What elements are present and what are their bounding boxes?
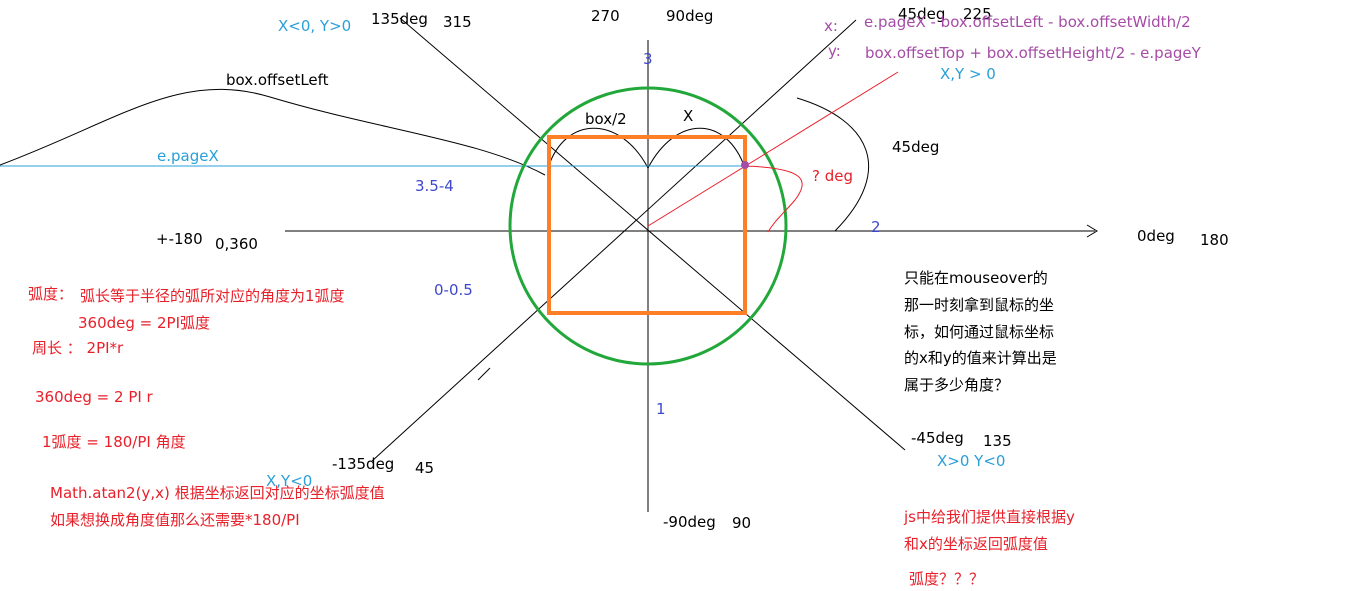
deg45-arc	[796, 97, 870, 232]
label-90deg-alt: 270	[591, 7, 620, 25]
note-atan2: Math.atan2(y,x) 根据坐标返回对应的坐标弧度值	[50, 484, 385, 502]
note-360-2pi: 360deg = 2PI弧度	[78, 314, 211, 332]
note-right-4: 的x和y的值来计算出是	[904, 349, 1057, 367]
note-1rad: 1弧度 = 180/PI 角度	[42, 433, 186, 451]
formula-y-prefix: y:	[828, 42, 841, 60]
label-neg90deg: -90deg	[663, 513, 716, 531]
angle-arc	[744, 165, 803, 233]
label-neg90deg-alt: 90	[732, 514, 752, 532]
note-radian-def: 弧长等于半径的弧所对应的角度为1弧度	[80, 287, 345, 305]
x-label: X	[683, 107, 694, 125]
note-right-1: 只能在mouseover的	[904, 269, 1048, 287]
deg45-arc-label: 45deg	[892, 138, 940, 156]
diagonal-45	[371, 19, 857, 462]
formula-x-prefix: x:	[824, 17, 838, 35]
sector-bottom: 1	[656, 400, 666, 418]
label-45deg: 45deg	[898, 5, 946, 23]
note-circumference: 周长 ： 2PI*r	[32, 339, 124, 357]
note-js-2: 和x的坐标返回弧度值	[904, 535, 1048, 553]
label-neg45deg-alt: 135	[983, 432, 1012, 450]
note-to-degrees: 如果想换成角度值那么还需要*180/PI	[50, 511, 300, 529]
label-180deg-alt: 0,360	[215, 235, 258, 253]
label-45deg-alt: 225	[963, 5, 992, 23]
quadrant-top-left: X<0, Y>0	[278, 17, 352, 35]
page-x-label: e.pageX	[157, 147, 219, 165]
angle-question-label: ? deg	[812, 167, 854, 185]
half-box-arc	[547, 127, 649, 169]
note-right-3: 标，如何通过鼠标坐标	[904, 323, 1055, 341]
note-js-1: js中给我们提供直接根据y	[904, 508, 1075, 526]
sector-right: 2	[871, 218, 881, 236]
diagonal-135	[399, 17, 906, 451]
box-square	[547, 135, 747, 315]
sector-left-lower: 0-0.5	[434, 281, 473, 299]
label-0deg: 0deg	[1137, 227, 1175, 245]
quadrant-top-right: X,Y > 0	[940, 65, 996, 83]
note-right-2: 那一时刻拿到鼠标的坐	[904, 296, 1055, 314]
x-axis-arrow	[1086, 224, 1098, 238]
label-neg45deg: -45deg	[911, 429, 964, 447]
formula-x: e.pageX - box.offsetLeft - box.offsetWid…	[864, 13, 1191, 31]
note-360-2pi-r: 360deg = 2 PI r	[35, 388, 153, 406]
label-135deg: 135deg	[371, 10, 428, 28]
mouse-point	[741, 161, 749, 169]
note-right-5: 属于多少角度？	[904, 376, 1010, 394]
quadrant-bottom-right: X>0 Y<0	[937, 452, 1006, 470]
label-135deg-alt: 315	[443, 13, 472, 31]
label-180deg: +-180	[156, 230, 203, 248]
half-box-label: box/2	[585, 110, 627, 128]
mouse-line	[647, 71, 899, 227]
sector-left-upper: 3.5-4	[415, 177, 454, 195]
label-0deg-alt: 180	[1200, 231, 1229, 249]
offset-left-curve	[0, 89, 546, 176]
label-90deg: 90deg	[666, 7, 714, 25]
bounding-circle	[508, 86, 788, 366]
note-js-3: 弧度？？？	[909, 570, 985, 588]
note-radian-title: 弧度：	[28, 285, 74, 303]
formula-y: box.offsetTop + box.offsetHeight/2 - e.p…	[865, 44, 1201, 62]
arrow-stroke	[477, 367, 491, 381]
offset-left-label: box.offsetLeft	[226, 71, 329, 89]
x-arc	[647, 127, 746, 169]
quadrant-bottom-left: X,Y<0	[266, 472, 313, 490]
label-neg135deg-alt: 45	[415, 459, 435, 477]
label-neg135deg: -135deg	[332, 455, 395, 473]
sector-top: 3	[643, 50, 653, 68]
